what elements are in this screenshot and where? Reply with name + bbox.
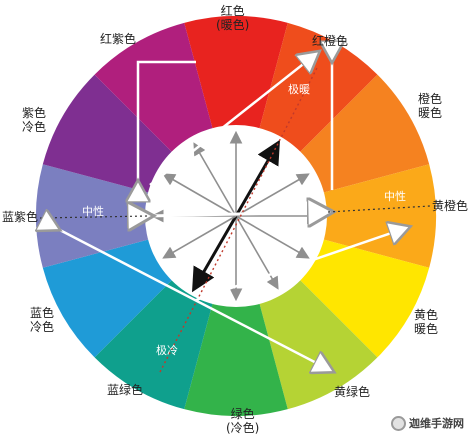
label-yellow-orange: 黄橙色: [432, 199, 469, 213]
label-orange: 橙色 暖色: [418, 92, 443, 120]
watermark: 迦维手游网: [388, 414, 467, 432]
label-violet: 紫色 冷色: [22, 106, 47, 134]
label-yellow: 黄色 暖色: [414, 308, 439, 336]
arrow-to-yellow-orange: [195, 228, 406, 302]
label-blue: 蓝色 冷色: [30, 306, 55, 334]
game-logo-icon: [391, 415, 406, 431]
label-blue-violet: 蓝紫色: [2, 210, 39, 224]
dotted-line-right: [327, 205, 431, 213]
label-extreme-cool: 极冷: [156, 344, 178, 357]
complementary-arrows: [40, 54, 431, 373]
label-neutral-right: 中性: [384, 190, 406, 203]
label-yellow-green: 黄绿色: [334, 385, 371, 399]
label-neutral-left: 中性: [82, 205, 104, 218]
label-blue-green: 蓝绿色: [107, 383, 144, 397]
label-green: 绿色 (冷色): [226, 407, 260, 435]
arrow-blue-violet-yellow-green: [56, 228, 330, 370]
label-red-orange: 红橙色: [312, 34, 349, 48]
arrow-to-red-orange: [149, 54, 316, 186]
bracket-red-violet: [138, 60, 196, 185]
label-red: 红色 (暖色): [216, 4, 250, 32]
dotted-line-warm-cool: [159, 65, 319, 373]
label-red-violet: 红紫色: [100, 32, 137, 46]
label-extreme-warm: 极暖: [288, 83, 310, 96]
